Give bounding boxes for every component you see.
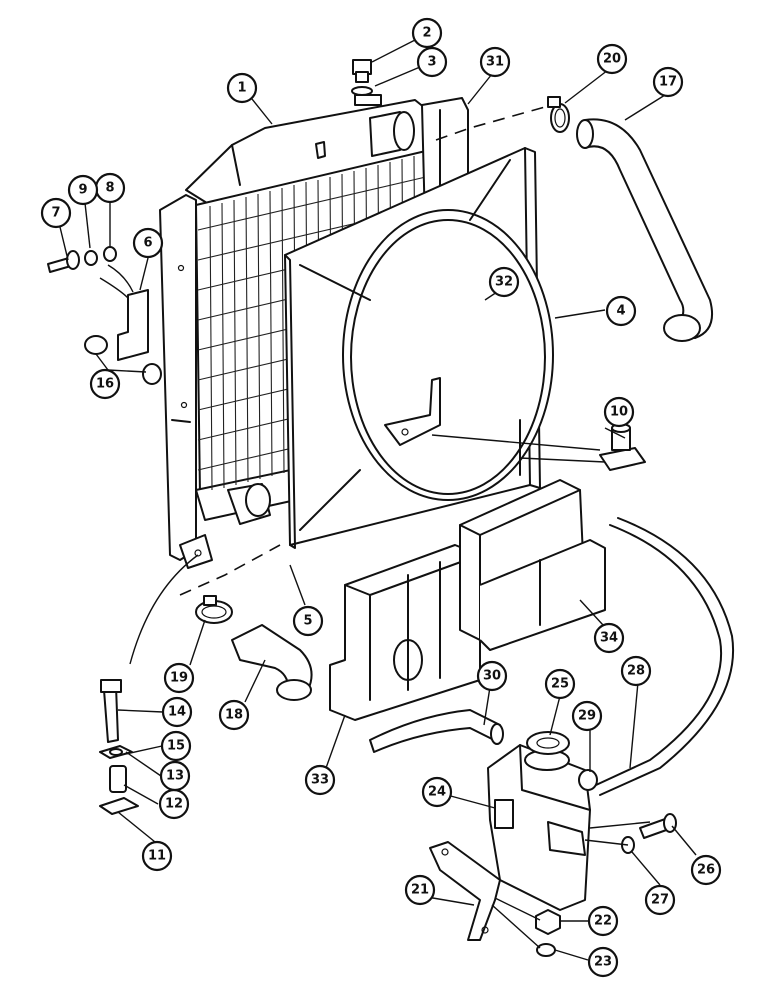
svg-text:7: 7 xyxy=(51,206,60,221)
callout-12: 12 xyxy=(158,788,190,820)
callout-28: 28 xyxy=(620,655,652,687)
callout-23: 23 xyxy=(587,946,619,978)
svg-text:1: 1 xyxy=(237,81,246,96)
svg-text:30: 30 xyxy=(483,669,501,684)
tank-bracket xyxy=(429,841,501,941)
svg-text:18: 18 xyxy=(225,708,243,723)
callout-leaders xyxy=(59,39,697,961)
overflow-hose xyxy=(595,524,723,786)
hose-clip-upper xyxy=(547,96,570,133)
callout-18: 18 xyxy=(218,699,250,731)
svg-text:23: 23 xyxy=(594,955,612,970)
top-hose xyxy=(576,118,714,342)
fitting xyxy=(599,423,646,471)
svg-text:6: 6 xyxy=(143,236,152,251)
svg-text:21: 21 xyxy=(411,883,429,898)
svg-text:8: 8 xyxy=(105,181,114,196)
callout-13: 13 xyxy=(159,760,191,792)
svg-text:14: 14 xyxy=(168,705,186,720)
callout-19: 19 xyxy=(163,662,195,694)
callout-11: 11 xyxy=(141,840,173,872)
svg-text:3: 3 xyxy=(427,55,436,70)
callout-32: 32 xyxy=(488,266,520,298)
callout-17: 17 xyxy=(652,66,684,98)
svg-text:25: 25 xyxy=(551,677,569,692)
svg-text:11: 11 xyxy=(148,849,166,864)
callout-7: 7 xyxy=(40,197,72,229)
callout-9: 9 xyxy=(67,174,99,206)
svg-text:20: 20 xyxy=(603,52,621,67)
svg-text:12: 12 xyxy=(165,797,183,812)
svg-text:4: 4 xyxy=(616,304,625,319)
mount-plate xyxy=(117,289,149,361)
callout-1: 1 xyxy=(226,72,258,104)
svg-text:13: 13 xyxy=(166,769,184,784)
svg-text:28: 28 xyxy=(627,664,645,679)
svg-text:31: 31 xyxy=(486,55,504,70)
svg-text:32: 32 xyxy=(495,275,513,290)
drain-plug xyxy=(351,59,373,96)
hose-clip-lower xyxy=(195,595,233,624)
callout-30: 30 xyxy=(476,660,508,692)
callout-26: 26 xyxy=(690,854,722,886)
svg-text:5: 5 xyxy=(303,614,312,629)
callout-25: 25 xyxy=(544,668,576,700)
callout-24: 24 xyxy=(421,776,453,808)
callout-3: 3 xyxy=(416,46,448,78)
callout-2: 2 xyxy=(411,17,443,49)
callout-5: 5 xyxy=(292,605,324,637)
baffle-blocks xyxy=(329,479,606,721)
callout-21: 21 xyxy=(404,874,436,906)
short-hose xyxy=(369,709,501,753)
svg-text:15: 15 xyxy=(167,739,185,754)
callout-10: 10 xyxy=(603,396,635,428)
svg-text:9: 9 xyxy=(78,183,87,198)
callout-20: 20 xyxy=(596,43,628,75)
callout-16: 16 xyxy=(89,368,121,400)
svg-text:34: 34 xyxy=(600,631,618,646)
svg-text:19: 19 xyxy=(170,671,188,686)
callouts: 1 2 3 4 5 6 7 8 9 10 11 12 13 14 15 16 1… xyxy=(40,17,722,978)
svg-text:17: 17 xyxy=(659,75,677,90)
callout-6: 6 xyxy=(132,227,164,259)
expansion-tank xyxy=(487,731,598,911)
callout-34: 34 xyxy=(593,622,625,654)
svg-text:2: 2 xyxy=(422,26,431,41)
callout-8: 8 xyxy=(94,172,126,204)
callout-27: 27 xyxy=(644,884,676,916)
svg-text:29: 29 xyxy=(578,709,596,724)
svg-text:24: 24 xyxy=(428,785,446,800)
callout-22: 22 xyxy=(587,905,619,937)
svg-text:22: 22 xyxy=(594,914,612,929)
svg-text:16: 16 xyxy=(96,377,114,392)
svg-text:33: 33 xyxy=(311,773,329,788)
callout-4: 4 xyxy=(605,295,637,327)
lower-hose xyxy=(231,624,313,701)
callout-14: 14 xyxy=(161,696,193,728)
callout-31: 31 xyxy=(479,46,511,78)
svg-text:27: 27 xyxy=(651,893,669,908)
callout-33: 33 xyxy=(304,764,336,796)
callout-15: 15 xyxy=(160,730,192,762)
callout-29: 29 xyxy=(571,700,603,732)
svg-text:26: 26 xyxy=(697,863,715,878)
svg-text:10: 10 xyxy=(610,405,628,420)
